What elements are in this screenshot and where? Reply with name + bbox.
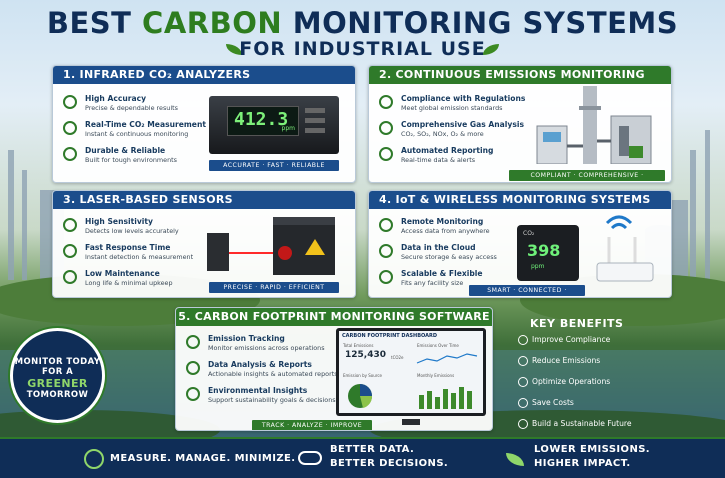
gear-icon [518,377,528,387]
stopwatch-icon [63,244,77,258]
check-icon [379,95,393,109]
card-tagline: SMART · CONNECTED · SCALABLE [469,285,585,296]
gas-icon [379,121,393,135]
dashboard-monitor: CARBON FOOTPRINT DASHBOARD Total Emissio… [336,328,486,416]
target-icon [63,95,77,109]
cloud-icon [379,244,393,258]
dollar-icon [518,398,528,408]
line-chart-thumb [416,353,478,364]
total-emissions-value: 125,430 [345,350,386,360]
key-benefits: KEY BENEFITS Improve Compliance Reduce E… [518,317,723,429]
wifi-icon [379,218,393,232]
card-title: 5. CARBON FOOTPRINT MONITORING SOFTWARE [176,308,492,326]
benefit-item: Reduce Emissions [518,354,723,372]
iot-display-device: CO₂ 398 ppm [517,225,579,281]
signal-icon [379,270,393,284]
bar-chart-thumb [419,387,472,409]
cems-equipment-illustration [536,86,652,164]
page-title: BEST CARBON MONITORING SYSTEMS [46,6,679,40]
wifi-router-illustration [596,215,654,282]
key-benefits-title: KEY BENEFITS [530,317,624,330]
footer-slogan-3a: LOWER EMISSIONS. [534,444,651,455]
benefit-item: Build a Sustainable Future [518,417,723,435]
card-tagline: COMPLIANT · COMPREHENSIVE · CONTINUOUS [509,170,665,181]
footer-slogan-1: MEASURE. MANAGE. MINIMIZE. [110,453,296,464]
shield-icon [63,147,77,161]
laser-sensor-illustration [207,217,335,275]
leaf-icon [506,453,524,466]
footer-slogan-2a: BETTER DATA. [330,444,415,455]
report-icon [186,361,200,375]
cloud-icon [298,451,322,465]
card-title: 1. INFRARED CO₂ ANALYZERS [53,66,355,84]
wrench-icon [63,270,77,284]
footer-banner: MEASURE. MANAGE. MINIMIZE. BETTER DATA. … [0,437,725,478]
leaf-icon-left [226,44,242,55]
benefit-item: Optimize Operations [518,375,723,393]
card-cems: 2. CONTINUOUS EMISSIONS MONITORING SYSTE… [368,65,672,183]
card-title: 4. IoT & WIRELESS MONITORING SYSTEMS [369,191,671,209]
analyzer-device: 412.3 ppm [209,96,339,154]
card-iot-wireless: 4. IoT & WIRELESS MONITORING SYSTEMS Rem… [368,190,672,298]
footer-slogan-3b: HIGHER IMPACT. [534,458,631,469]
chart-icon [186,335,200,349]
card-tagline: PRECISE · RAPID · EFFICIENT [209,282,339,293]
benefit-item: Improve Compliance [518,333,723,351]
page-subtitle: FOR INDUSTRIAL USE [239,38,486,60]
target-icon [63,218,77,232]
iot-co2-reading: 398 [527,241,561,260]
trend-down-icon [518,356,528,366]
card-title: 2. CONTINUOUS EMISSIONS MONITORING SYSTE… [369,66,671,99]
greener-tomorrow-badge: MONITOR TODAY FOR A GREENER TOMORROW [10,328,105,423]
card-title: 3. LASER-BASED SENSORS [53,191,355,209]
footer-slogan-2b: BETTER DECISIONS. [330,458,449,469]
globe-icon [518,419,528,429]
check-circle-icon [84,449,104,469]
card-tagline: TRACK · ANALYZE · IMPROVE [252,420,372,430]
shield-check-icon [518,335,528,345]
pie-chart-thumb [348,384,373,408]
benefit-item: Save Costs [518,396,723,414]
co2-reading: 412.3 [234,109,289,130]
card-footprint-software: 5. CARBON FOOTPRINT MONITORING SOFTWARE … [175,307,493,431]
card-tagline: ACCURATE · FAST · RELIABLE [209,160,339,171]
clock-icon [63,121,77,135]
report-icon [379,147,393,161]
leaf-icon [186,387,200,401]
